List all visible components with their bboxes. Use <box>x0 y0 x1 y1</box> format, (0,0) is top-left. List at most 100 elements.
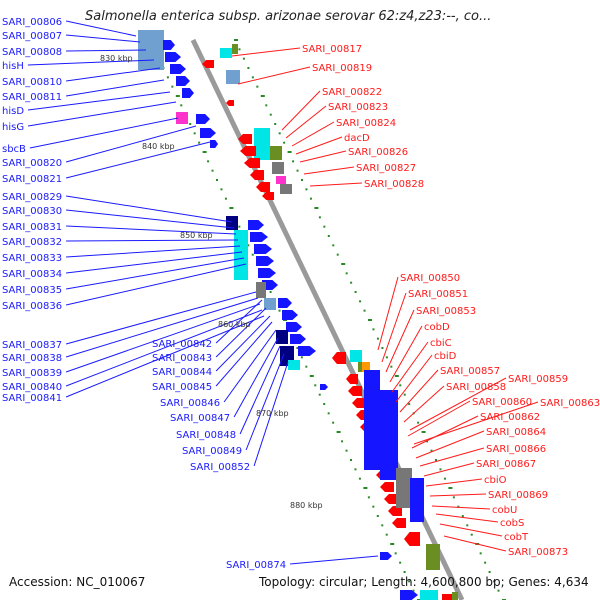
left-gene-label[interactable]: SARI_00836 <box>2 301 62 312</box>
gene-arrow[interactable] <box>346 374 358 384</box>
gene-arrow[interactable] <box>380 482 394 492</box>
right-gene-label[interactable]: SARI_00827 <box>356 163 416 174</box>
gene-arrow[interactable] <box>196 114 210 124</box>
gene-arrow[interactable] <box>392 518 406 528</box>
gene-block[interactable] <box>176 112 188 124</box>
gene-arrow[interactable] <box>286 322 302 332</box>
gene-block[interactable] <box>426 544 440 570</box>
right-gene-label[interactable]: cobU <box>492 505 517 516</box>
right-gene-label[interactable]: SARI_00822 <box>322 87 382 98</box>
gene-arrow[interactable] <box>163 40 175 50</box>
left-gene-label[interactable]: SARI_00874 <box>226 560 286 571</box>
gene-block[interactable] <box>272 162 284 174</box>
right-gene-label[interactable]: SARI_00857 <box>440 366 500 377</box>
right-gene-label[interactable]: SARI_00850 <box>400 273 460 284</box>
gene-arrow[interactable] <box>258 268 276 278</box>
gene-block[interactable] <box>350 350 362 362</box>
right-gene-label[interactable]: SARI_00864 <box>486 427 546 438</box>
left-gene-label[interactable]: SARI_00833 <box>2 253 62 264</box>
left-gene-label[interactable]: SARI_00844 <box>152 367 212 378</box>
right-gene-label[interactable]: SARI_00866 <box>486 444 546 455</box>
gene-block[interactable] <box>254 128 270 160</box>
left-gene-label[interactable]: SARI_00821 <box>2 174 62 185</box>
gene-block[interactable] <box>234 230 248 280</box>
gene-arrow[interactable] <box>240 146 256 156</box>
right-gene-label[interactable]: SARI_00828 <box>364 179 424 190</box>
right-gene-label[interactable]: SARI_00863 <box>540 398 600 409</box>
right-gene-label[interactable]: SARI_00873 <box>508 547 568 558</box>
left-gene-label[interactable]: SARI_00835 <box>2 285 62 296</box>
left-gene-label[interactable]: SARI_00807 <box>2 31 62 42</box>
gene-block[interactable] <box>396 468 412 508</box>
left-gene-label[interactable]: SARI_00845 <box>152 382 212 393</box>
left-gene-label[interactable]: SARI_00842 <box>152 339 212 350</box>
gene-arrow[interactable] <box>238 134 252 144</box>
gene-arrow[interactable] <box>320 384 328 390</box>
left-gene-label[interactable]: hisH <box>2 61 24 72</box>
gene-block[interactable] <box>442 594 454 600</box>
right-gene-label[interactable]: dacD <box>344 133 370 144</box>
gene-arrow[interactable] <box>352 398 366 408</box>
gene-block[interactable] <box>288 360 300 370</box>
left-gene-label[interactable]: SARI_00843 <box>152 353 212 364</box>
left-gene-label[interactable]: SARI_00837 <box>2 340 62 351</box>
left-gene-label[interactable]: SARI_00820 <box>2 158 62 169</box>
gene-block[interactable] <box>452 592 458 600</box>
gene-arrow[interactable] <box>254 244 272 254</box>
right-gene-label[interactable]: SARI_00860 <box>472 397 532 408</box>
gene-arrow[interactable] <box>256 182 270 192</box>
left-gene-label[interactable]: SARI_00841 <box>2 393 62 404</box>
left-gene-label[interactable]: SARI_00846 <box>160 398 220 409</box>
gene-block[interactable] <box>256 282 266 298</box>
right-gene-label[interactable]: cbiO <box>484 475 507 486</box>
right-gene-label[interactable]: SARI_00826 <box>348 147 408 158</box>
left-gene-label[interactable]: SARI_00806 <box>2 17 62 28</box>
gene-block[interactable] <box>420 590 438 600</box>
right-gene-label[interactable]: SARI_00819 <box>312 63 372 74</box>
right-gene-label[interactable]: SARI_00824 <box>336 118 396 129</box>
gene-arrow[interactable] <box>202 60 214 68</box>
gene-arrow[interactable] <box>250 170 264 180</box>
right-gene-label[interactable]: SARI_00858 <box>446 382 506 393</box>
left-gene-label[interactable]: SARI_00840 <box>2 382 62 393</box>
gene-arrow[interactable] <box>298 346 316 356</box>
gene-arrow[interactable] <box>278 298 292 308</box>
gene-arrow[interactable] <box>282 310 298 320</box>
gene-block[interactable] <box>220 48 232 58</box>
gene-arrow[interactable] <box>256 256 274 266</box>
gene-arrow[interactable] <box>200 128 216 138</box>
gene-arrow[interactable] <box>380 552 392 560</box>
gene-arrow[interactable] <box>290 334 306 344</box>
gene-arrow[interactable] <box>182 88 194 98</box>
right-gene-label[interactable]: cobT <box>504 532 529 543</box>
left-gene-label[interactable]: SARI_00829 <box>2 192 62 203</box>
gene-arrow[interactable] <box>262 192 274 200</box>
gene-block[interactable] <box>410 478 424 522</box>
gene-block[interactable] <box>276 330 288 344</box>
left-gene-label[interactable]: SARI_00811 <box>2 92 62 103</box>
gene-arrow[interactable] <box>226 100 234 106</box>
left-gene-label[interactable]: SARI_00849 <box>182 446 242 457</box>
right-gene-label[interactable]: SARI_00869 <box>488 490 548 501</box>
gene-arrow[interactable] <box>332 352 346 364</box>
left-gene-label[interactable]: SARI_00834 <box>2 269 62 280</box>
right-gene-label[interactable]: SARI_00862 <box>480 412 540 423</box>
gene-block[interactable] <box>276 176 286 184</box>
gene-arrow[interactable] <box>248 220 264 230</box>
gene-block[interactable] <box>362 362 370 372</box>
left-gene-label[interactable]: SARI_00810 <box>2 77 62 88</box>
right-gene-label[interactable]: SARI_00859 <box>508 374 568 385</box>
gene-arrow[interactable] <box>244 158 260 168</box>
gene-arrow[interactable] <box>210 140 218 148</box>
left-gene-label[interactable]: hisD <box>2 106 24 117</box>
gene-block[interactable] <box>380 390 398 480</box>
gene-block[interactable] <box>364 370 380 470</box>
gene-block[interactable] <box>226 70 240 84</box>
gene-arrow[interactable] <box>250 232 268 242</box>
left-gene-label[interactable]: SARI_00839 <box>2 368 62 379</box>
left-gene-label[interactable]: SARI_00838 <box>2 353 62 364</box>
left-gene-label[interactable]: SARI_00831 <box>2 222 62 233</box>
gene-block[interactable] <box>270 146 282 160</box>
right-gene-label[interactable]: cbiD <box>434 351 457 362</box>
right-gene-label[interactable]: SARI_00853 <box>416 306 476 317</box>
